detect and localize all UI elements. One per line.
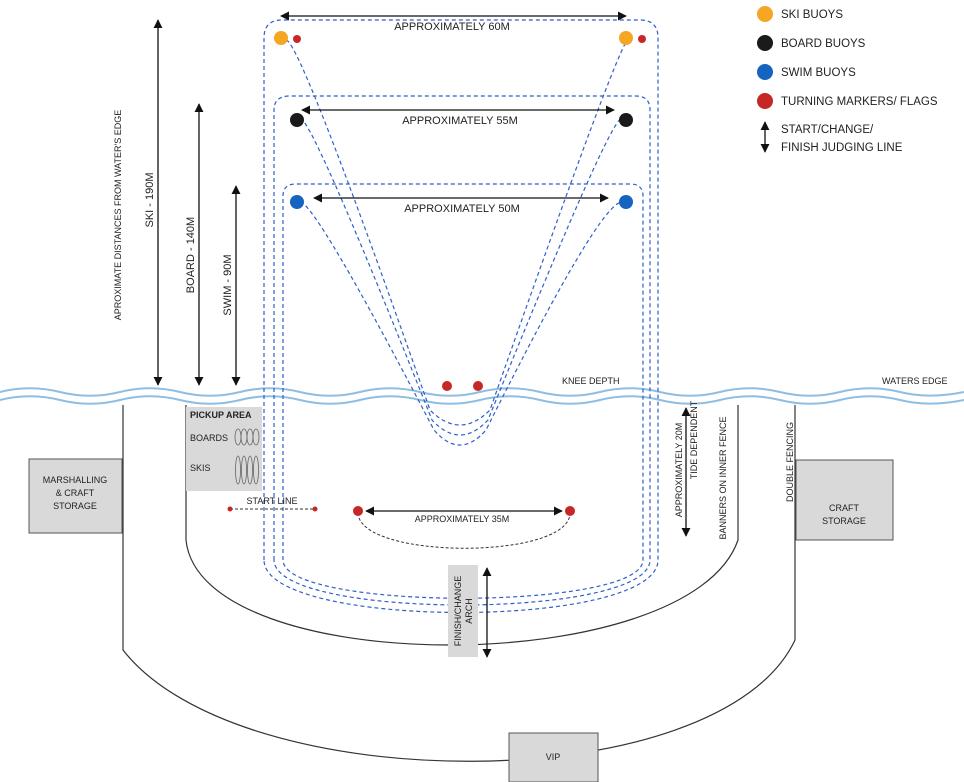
craft-storage-line-1: CRAFT <box>829 503 859 513</box>
craft-storage-box <box>795 459 894 541</box>
marshalling-box <box>28 458 123 534</box>
return-v-1 <box>285 39 629 426</box>
course-lanes <box>263 19 659 614</box>
vip-box <box>508 732 599 782</box>
legend: SKI BUOYS BOARD BUOYS SWIM BUOYS TURNING… <box>757 6 938 154</box>
finish-arch-line-2: ARCH <box>464 598 474 624</box>
ski-buoy-left <box>274 31 288 45</box>
start-line-end-left <box>227 506 233 512</box>
tide-label: TIDE DEPENDENT <box>689 400 699 479</box>
start-markers-arc <box>357 512 571 549</box>
swim-course-line <box>282 183 644 599</box>
board-width-label: APPROXIMATELY 55M <box>402 115 518 127</box>
width-arrows <box>280 11 627 516</box>
board-depth-label: BOARD - 140M <box>185 217 197 293</box>
swim-buoy-left <box>290 195 304 209</box>
ski-turning-marker-right <box>638 35 646 43</box>
legend-ski-label: SKI BUOYS <box>781 9 843 21</box>
boards-label: BOARDS <box>190 433 228 443</box>
pickup-area-box <box>186 407 262 491</box>
board-buoy-icon <box>757 35 773 51</box>
approx-20m-label: APPROXIMATELY 20M <box>674 423 684 518</box>
ski-course-line <box>263 19 659 614</box>
start-line-label: START LINE <box>246 496 297 506</box>
swim-buoy-icon <box>757 64 773 80</box>
board-course-line <box>273 95 651 606</box>
legend-board-label: BOARD BUOYS <box>781 38 866 50</box>
return-v-2 <box>299 117 623 436</box>
skis-label: SKIS <box>190 463 211 473</box>
start-markers-label: APPROXIMATELY 35M <box>415 514 510 524</box>
legend-judging-line-1: START/CHANGE/ <box>781 124 874 136</box>
finish-arch-box <box>448 565 478 657</box>
ski-buoy-icon <box>757 6 773 22</box>
double-fencing-label: DOUBLE FENCING <box>785 422 795 502</box>
board-buoy-right <box>619 113 633 127</box>
approx-distances-label: APROXIMATE DISTANCES FROM WATER'S EDGE <box>113 110 123 320</box>
vip-label: VIP <box>546 752 561 762</box>
knee-depth-marker-right <box>473 381 483 391</box>
knee-depth-marker-left <box>442 381 452 391</box>
swim-buoy-right <box>619 195 633 209</box>
knee-depth-label: KNEE DEPTH <box>562 376 620 386</box>
craft-storage-line-2: STORAGE <box>822 516 866 526</box>
ski-width-label: APPROXIMATELY 60M <box>394 21 510 33</box>
boards-rack-icon <box>234 428 260 446</box>
swim-depth-label: SWIM - 90M <box>222 254 234 315</box>
start-line-end-right <box>312 506 318 512</box>
banners-label: BANNERS ON INNER FENCE <box>718 416 728 539</box>
outer-fence <box>122 405 796 762</box>
turning-marker-icon <box>757 93 773 109</box>
return-v-3 <box>299 201 623 446</box>
finish-arch-line-1: FINISH/CHANGE <box>453 576 463 647</box>
start-marker-left <box>353 506 363 516</box>
marshalling-line-1: MARSHALLING <box>43 475 108 485</box>
ski-depth-label: SKI - 190M <box>144 172 156 227</box>
waters-edge-lines <box>0 387 964 405</box>
skis-rack-icon <box>235 455 259 485</box>
legend-swim-label: SWIM BUOYS <box>781 67 856 79</box>
vertical-arrows <box>153 19 691 537</box>
ski-buoy-right <box>619 31 633 45</box>
board-buoy-left <box>290 113 304 127</box>
waters-edge-label: WATERS EDGE <box>882 376 948 386</box>
buoys <box>274 31 646 516</box>
pickup-area-label: PICKUP AREA <box>190 410 252 420</box>
legend-judging-line-2: FINISH JUDGING LINE <box>781 142 903 154</box>
marshalling-line-3: STORAGE <box>53 501 97 511</box>
start-marker-right <box>565 506 575 516</box>
marshalling-line-2: & CRAFT <box>56 488 95 498</box>
ski-turning-marker-left <box>293 35 301 43</box>
swim-width-label: APPROXIMATELY 50M <box>404 203 520 215</box>
legend-turning-label: TURNING MARKERS/ FLAGS <box>781 96 938 108</box>
